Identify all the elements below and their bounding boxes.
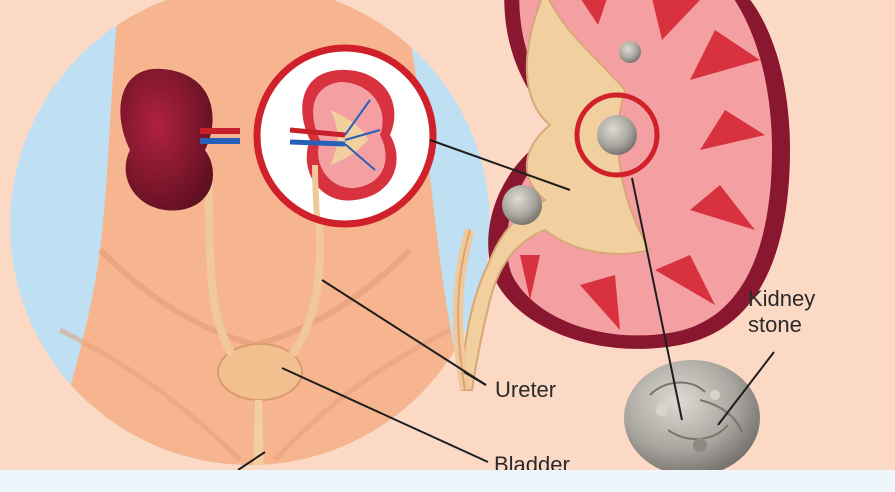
kidney-stone-label: Kidney stone [748,286,815,338]
large-kidney-stone [624,360,760,476]
small-stone-top [619,41,641,63]
kidney-stone-label-line2: stone [748,312,815,338]
kidney-stone-label-line1: Kidney [748,286,815,312]
left-kidney [120,69,213,211]
stone-in-pelvis [597,115,637,155]
bottom-strip [0,470,895,492]
ureter-label: Ureter [495,377,556,403]
small-stone-left [502,185,542,225]
